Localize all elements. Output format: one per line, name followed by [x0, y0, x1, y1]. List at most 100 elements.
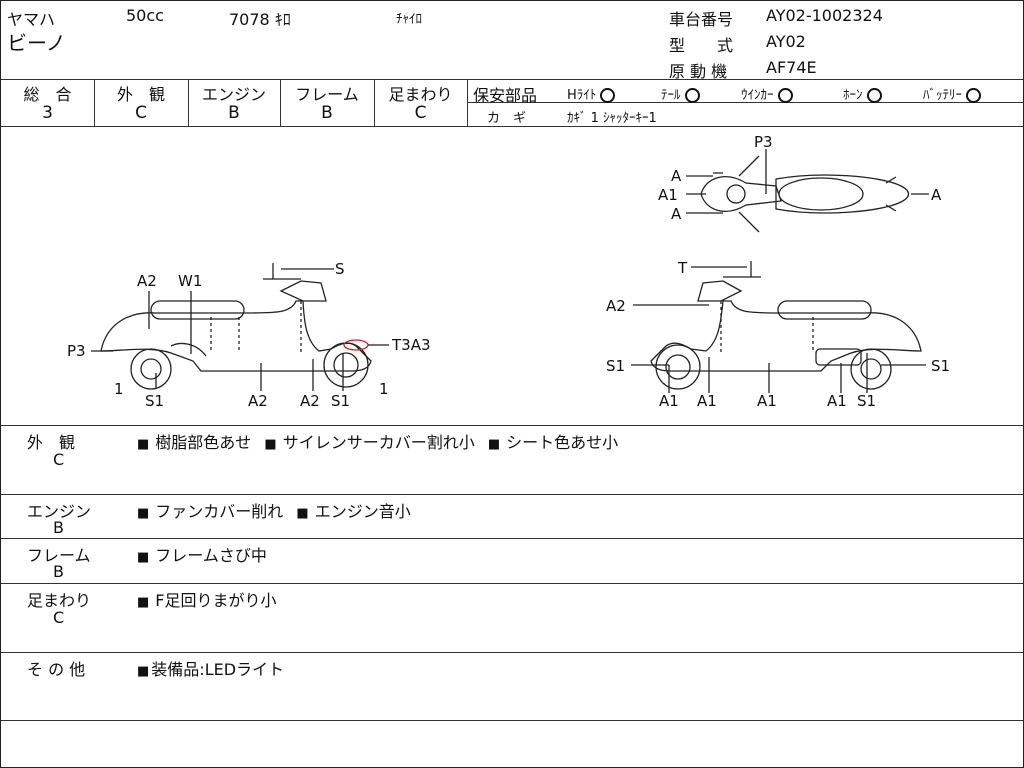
ok-circle-icon: [600, 88, 616, 103]
safety-label: 保安部品: [473, 86, 538, 105]
ok-circle-icon: [777, 88, 793, 103]
remark-category: 足まわり: [27, 591, 92, 610]
bullet-square-icon: ■: [137, 595, 150, 610]
maker: ヤマハ: [7, 10, 56, 29]
label-A1: A1: [697, 392, 717, 410]
suspension-grade-label: 足まわり: [388, 85, 453, 104]
displacement: 50cc: [126, 6, 164, 25]
model-name: ビーノ: [7, 31, 66, 55]
divider: [467, 102, 1023, 103]
divider: [1, 126, 1023, 127]
type-label: 型 式: [669, 36, 734, 55]
label-A1: A1: [659, 392, 679, 410]
divider: [94, 79, 95, 126]
divider: [1, 583, 1023, 584]
divider: [1, 494, 1023, 495]
bullet-square-icon: ■: [487, 437, 501, 452]
label-S1: S1: [606, 357, 625, 375]
label-W1: W1: [178, 272, 202, 290]
safety-item: ﾊﾞｯﾃﾘｰ: [923, 84, 981, 103]
remark-category: 外 観: [27, 433, 76, 452]
label-S1: S1: [857, 392, 876, 410]
label-A2: A2: [300, 392, 320, 410]
ok-circle-icon: [966, 88, 981, 103]
safety-item: ﾎｰﾝ: [843, 84, 882, 103]
remark-items: ■装備品:LEDライト: [137, 660, 285, 679]
label-S: S: [335, 260, 345, 278]
divider: [1, 720, 1023, 721]
label-S1: S1: [931, 357, 950, 375]
label-S1: S1: [331, 392, 350, 410]
remark-items: ■ファンカバー削れ ■エンジン音小: [137, 502, 411, 521]
scooter-top-view-icon: [700, 155, 910, 233]
frame-no-label: 車台番号: [669, 10, 734, 29]
frame-no: AY02-1002324: [766, 6, 883, 25]
divider: [374, 79, 375, 126]
scooter-left-side-icon: [100, 263, 372, 390]
engine-value: AF74E: [766, 58, 817, 77]
type-value: AY02: [766, 32, 806, 51]
bullet-square-icon: ■: [137, 506, 150, 521]
remark-grade: B: [53, 562, 64, 581]
exterior-grade: C: [135, 103, 147, 123]
engine-grade: B: [228, 103, 240, 123]
bullet-square-icon: ■: [137, 664, 150, 679]
suspension-grade: C: [414, 103, 427, 123]
divider: [1, 538, 1023, 539]
label-A2: A2: [606, 297, 626, 315]
label-A1: A1: [757, 392, 777, 410]
safety-item: Hﾗｲﾄ: [567, 84, 616, 103]
divider: [1, 425, 1023, 426]
remark-grade: C: [53, 608, 65, 627]
remark-items: ■フレームさび中: [137, 546, 267, 565]
divider: [280, 79, 281, 126]
frame-grade: B: [321, 103, 333, 123]
ok-circle-icon: [684, 88, 700, 103]
label-A1: A1: [827, 392, 847, 410]
remark-items: ■F足回りまがり小: [137, 591, 277, 610]
remark-category: フレーム: [27, 546, 91, 565]
label-A: A: [671, 167, 682, 185]
engine-grade-label: エンジン: [201, 85, 266, 104]
remark-grade: B: [53, 518, 64, 537]
label-P3: P3: [67, 342, 86, 360]
mileage: 7078 ｷﾛ: [229, 10, 291, 29]
divider: [1, 79, 1023, 80]
label-T3A3: T3A3: [391, 336, 431, 354]
label-1: 1: [379, 380, 389, 398]
ok-circle-icon: [866, 88, 882, 103]
scooter-right-side-icon: [650, 261, 922, 390]
safety-item: ｳｲﾝｶｰ: [741, 84, 793, 103]
bullet-square-icon: ■: [137, 437, 150, 452]
label-A2: A2: [248, 392, 268, 410]
label-S1: S1: [145, 392, 164, 410]
label-A1: A1: [658, 186, 678, 204]
remark-grade: C: [53, 450, 65, 469]
exterior-label: 外 観: [116, 85, 165, 104]
engine-label: 原 動 機: [669, 62, 728, 81]
label-P3: P3: [754, 133, 773, 151]
diagram-labels: A2 W1 P3 1 S1 A2 A2 S1 1 S T3A3 T A2 S1 …: [67, 133, 950, 410]
divider: [1, 652, 1023, 653]
bullet-square-icon: ■: [264, 437, 277, 452]
label-A: A: [671, 205, 682, 223]
key-label: カ ギ: [487, 111, 527, 126]
damage-diagram: A2 W1 P3 1 S1 A2 A2 S1 1 S T3A3 T A2 S1 …: [67, 133, 950, 410]
remark-category: エンジン: [27, 502, 92, 521]
remark-category: そ の 他: [27, 660, 86, 679]
overall-grade: 3: [42, 103, 53, 123]
color: ﾁｬｲﾛ: [396, 12, 422, 27]
bullet-square-icon: ■: [137, 550, 150, 565]
overall-label: 総 合: [23, 85, 72, 104]
divider: [188, 79, 189, 126]
frame-grade-label: フレーム: [295, 85, 359, 104]
safety-item: ﾃｰﾙ: [661, 84, 700, 103]
label-1: 1: [114, 380, 124, 398]
remark-items: ■樹脂部色あせ ■サイレンサーカバー割れ小 ■シート色あせ小: [137, 433, 619, 452]
bullet-square-icon: ■: [296, 506, 309, 521]
label-A: A: [931, 186, 942, 204]
label-T: T: [677, 259, 688, 277]
key-value: ｶｷﾞ 1 ｼｬｯﾀｰｷｰ1: [567, 111, 657, 126]
label-A2: A2: [137, 272, 157, 290]
